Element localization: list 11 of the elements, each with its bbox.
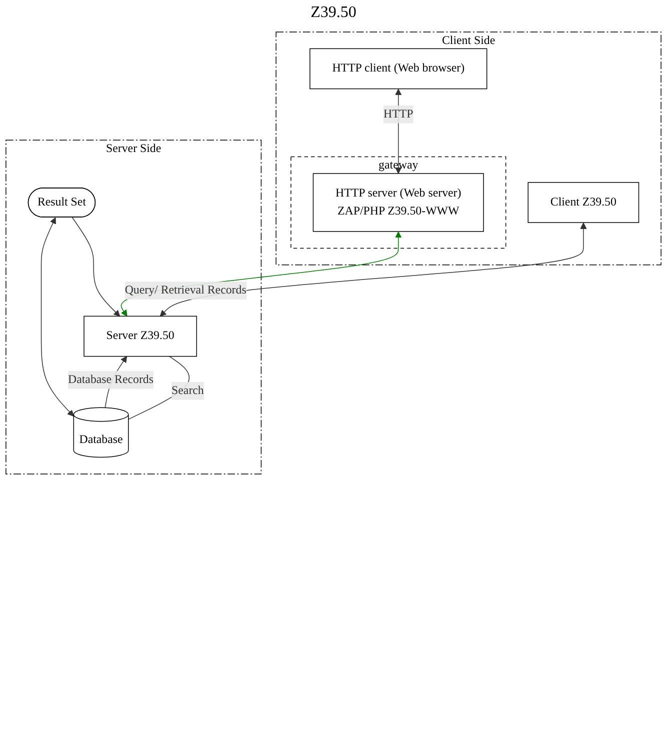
- edge-label: Database Records: [68, 373, 154, 386]
- arrow: [40, 217, 74, 416]
- edge-label: Query/ Retrieval Records: [124, 284, 246, 297]
- protocol-label: Z39.50: [310, 4, 356, 21]
- edge-label: HTTP: [384, 108, 414, 120]
- edge-label: Search: [172, 384, 204, 397]
- arrow: [72, 216, 120, 316]
- node-box: Client Z39.50: [528, 182, 640, 223]
- node-box: HTTP client (Web browser): [310, 48, 488, 90]
- node-box: Server Z39.50: [84, 316, 197, 357]
- node-box: HTTP server (Web server) ZAP/PHP Z39.50-WWW: [312, 173, 484, 232]
